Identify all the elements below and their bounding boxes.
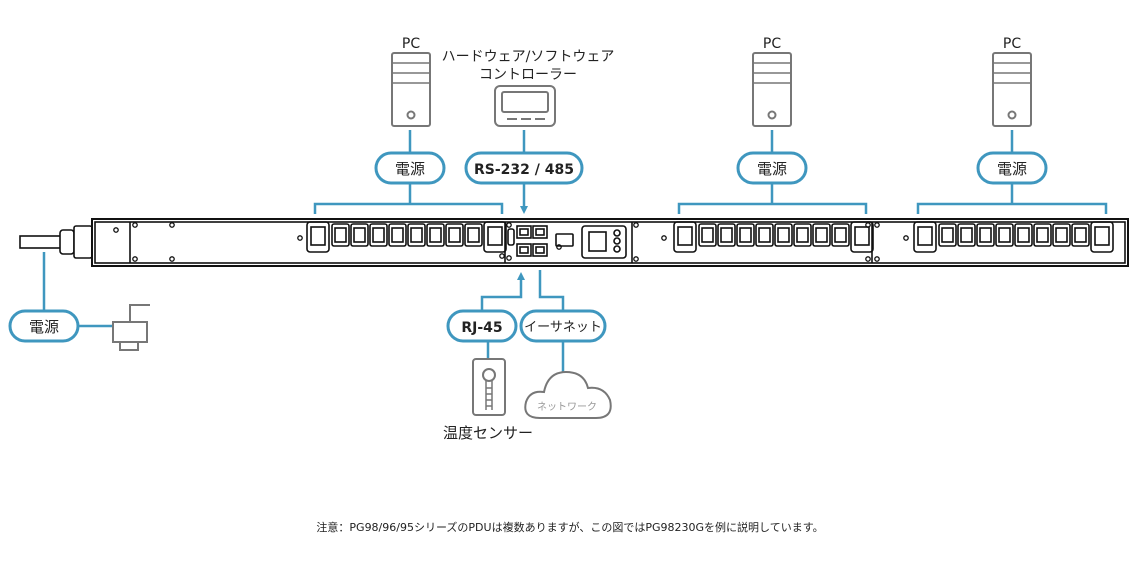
c13-outlet [426,223,445,247]
screw [874,222,880,228]
c19-outlet [306,221,330,253]
c13-outlet [407,223,426,247]
c13-outlet [698,223,717,247]
power-label-pill: 電源 [976,151,1048,185]
c13-outlet [976,223,995,247]
rj45-arrow [480,272,525,311]
c13-outlet [1033,223,1052,247]
outlet-bank-bracket [916,183,1108,214]
c13-outlet [464,223,483,247]
pc-label: PC [402,36,420,52]
c13-outlet [350,223,369,247]
power-label-pill: 電源 [374,151,446,185]
c19-outlet [913,221,937,253]
screw [865,256,871,262]
screw [506,222,512,228]
c13-outlet [331,223,350,247]
c13-outlet [1071,223,1090,247]
sensor-label: 温度センサー [443,424,533,442]
c13-outlet [388,223,407,247]
screw [633,222,639,228]
network-cloud-icon [524,370,612,419]
power-plug-icon [112,304,150,351]
power-label-pill: 電源 [8,309,80,343]
temperature-sensor-icon [472,358,506,416]
ethernet-port [532,243,548,257]
serial-label: RS-232 / 485 [474,162,574,178]
screw [633,256,639,262]
c13-outlet [938,223,957,247]
pdu-unit [19,218,1129,267]
c13-outlet [1052,223,1071,247]
cable-gland [59,229,75,255]
controller-icon [494,85,556,127]
c19-outlet [673,221,697,253]
pc-label: PC [763,36,781,52]
screw [874,256,880,262]
outlet-bank-bracket [313,183,504,214]
c13-outlet [957,223,976,247]
c19-outlet [1090,221,1114,253]
rj45-label-pill: RJ-45 [446,309,518,343]
power-label: 電源 [29,318,59,336]
power-label-pill: 電源 [736,151,808,185]
power-label: 電源 [757,160,787,178]
pc-label: PC [1003,36,1021,52]
rj45-port [516,243,532,257]
c13-outlet [793,223,812,247]
screw [169,256,175,262]
outlet-bank [306,221,507,253]
c13-outlet [717,223,736,247]
c13-outlet [831,223,850,247]
power-label: 電源 [395,160,425,178]
screw [132,256,138,262]
ethernet-label: イーサネット [524,320,602,335]
controller-label-line2: コントローラー [479,67,577,83]
footnote: 注意：PG98/96/95シリーズのPDUは複数ありますが、この図ではPG982… [316,520,823,534]
power-cable [19,235,67,249]
screw [499,253,505,259]
outlet-bank-bracket [677,183,868,214]
ethernet-label-pill: イーサネット [519,309,607,343]
outlet-bank [913,221,1114,253]
controller-label-line1: ハードウェア/ソフトウェア [442,49,615,65]
rj45-label: RJ-45 [461,320,502,336]
c13-outlet [445,223,464,247]
c13-outlet [995,223,1014,247]
c13-outlet [812,223,831,247]
control-panel [507,225,627,259]
pc-icon [391,52,431,127]
network-label: ネットワーク [537,401,597,413]
screw [169,222,175,228]
rj45-port [532,225,548,239]
pc-icon [752,52,792,127]
screw [661,235,667,241]
lcd-display [581,225,627,259]
usb-port [555,233,574,247]
screw [506,255,512,261]
c13-outlet [755,223,774,247]
pc-icon [992,52,1032,127]
screw [903,235,909,241]
c19-outlet [483,221,507,253]
c13-outlet [774,223,793,247]
screw [297,235,303,241]
c13-outlet [1014,223,1033,247]
power-label: 電源 [997,160,1027,178]
outlet-bank [673,221,874,253]
screw [132,222,138,228]
c13-outlet [736,223,755,247]
screw [113,227,119,233]
c19-outlet [850,221,874,253]
serial-label-pill: RS-232 / 485 [464,151,584,185]
c13-outlet [369,223,388,247]
rj45-port [516,225,532,239]
